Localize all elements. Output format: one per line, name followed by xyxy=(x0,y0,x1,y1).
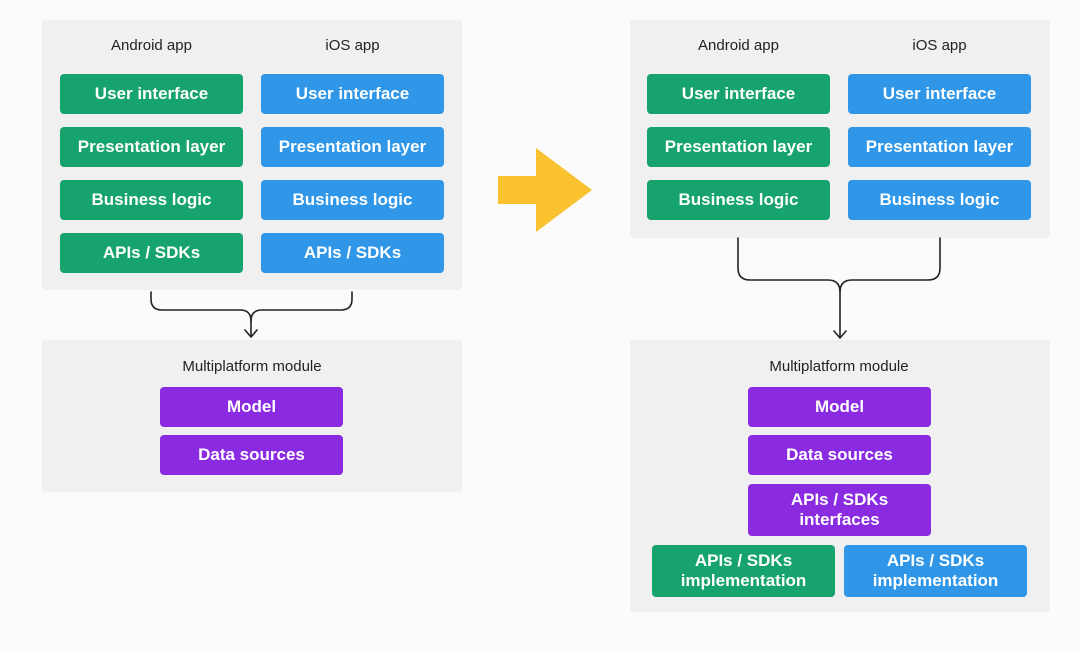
left-ios-business-logic: Business logic xyxy=(261,180,444,220)
left-data-sources-box: Data sources xyxy=(160,435,343,475)
left-android-user-interface: User interface xyxy=(60,74,243,114)
right-apis-sdks-interfaces-box: APIs / SDKs interfaces xyxy=(748,484,931,536)
left-connector-brace-right xyxy=(250,291,353,322)
right-android-app-label: Android app xyxy=(698,37,779,54)
right-ios-app-label: iOS app xyxy=(912,37,967,54)
right-model-box: Model xyxy=(748,387,931,427)
left-connector-brace xyxy=(150,291,252,337)
left-ios-apis-sdks: APIs / SDKs xyxy=(261,233,444,273)
right-ios-business-logic: Business logic xyxy=(848,180,1031,220)
left-model-box: Model xyxy=(160,387,343,427)
left-ios-presentation-layer: Presentation layer xyxy=(261,127,444,167)
right-ios-apis-sdks-implementation: APIs / SDKs implementation xyxy=(844,545,1027,597)
left-android-business-logic: Business logic xyxy=(60,180,243,220)
left-connector-arrowhead xyxy=(244,329,258,338)
left-android-presentation-layer: Presentation layer xyxy=(60,127,243,167)
left-ios-app-label: iOS app xyxy=(325,37,380,54)
left-android-app-label: Android app xyxy=(111,37,192,54)
right-android-user-interface: User interface xyxy=(647,74,830,114)
right-android-apis-sdks-implementation: APIs / SDKs implementation xyxy=(652,545,835,597)
right-ios-presentation-layer: Presentation layer xyxy=(848,127,1031,167)
right-data-sources-box: Data sources xyxy=(748,435,931,475)
right-android-business-logic: Business logic xyxy=(647,180,830,220)
right-connector-brace xyxy=(737,237,841,338)
right-android-presentation-layer: Presentation layer xyxy=(647,127,830,167)
right-connector-arrowhead xyxy=(833,330,847,339)
right-arrow-icon xyxy=(498,148,592,232)
right-module-label: Multiplatform module xyxy=(769,358,909,375)
left-android-apis-sdks: APIs / SDKs xyxy=(60,233,243,273)
right-connector-brace-right xyxy=(839,237,941,293)
right-ios-user-interface: User interface xyxy=(848,74,1031,114)
left-module-label: Multiplatform module xyxy=(182,358,322,375)
left-ios-user-interface: User interface xyxy=(261,74,444,114)
